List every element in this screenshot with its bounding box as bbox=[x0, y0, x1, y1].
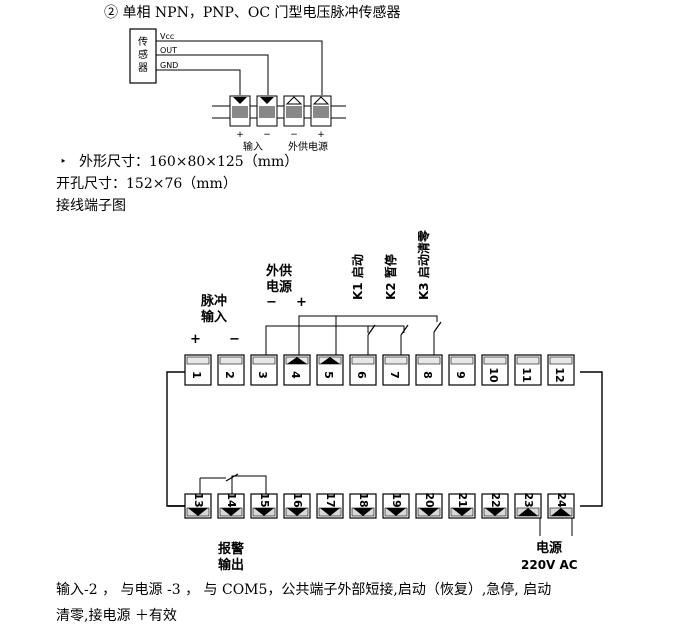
terminal-number-21: 21 bbox=[456, 492, 469, 507]
pulse-minus: − bbox=[229, 332, 240, 347]
alarm-switch-symbol bbox=[225, 473, 239, 482]
terminal-12: 12 bbox=[547, 354, 575, 386]
terminal-5: 5 bbox=[316, 354, 344, 386]
terminal-4: 4 bbox=[283, 354, 311, 386]
terminal-number-24: 24 bbox=[555, 492, 568, 508]
switch-k3-symbol bbox=[433, 321, 442, 355]
note-line-1: 输入-2 ， 与电源 -3 ， 与 COM5，公共端子外部短接,启动（恢复）,急… bbox=[56, 582, 552, 598]
terminal-number-17: 17 bbox=[324, 492, 337, 507]
terminal-22: 22 bbox=[481, 492, 509, 519]
terminal-1: 1 bbox=[184, 354, 212, 386]
terminal-7: 7 bbox=[382, 354, 410, 386]
switch-k2-symbol bbox=[400, 324, 409, 355]
terminal-number-12: 12 bbox=[553, 367, 566, 382]
terminal-number-20: 20 bbox=[423, 492, 436, 508]
switch-k1-symbol bbox=[367, 324, 376, 355]
terminal-17: 17 bbox=[316, 492, 344, 519]
terminal-number-4: 4 bbox=[289, 371, 302, 379]
terminal-number-2: 2 bbox=[223, 371, 236, 379]
terminal-number-9: 9 bbox=[454, 371, 467, 379]
terminal-number-10: 10 bbox=[487, 367, 500, 383]
alarm-label-b: 输出 bbox=[218, 557, 244, 573]
alarm-label-a: 报警 bbox=[218, 541, 244, 557]
power-voltage: 220V AC bbox=[521, 558, 578, 572]
supply-label-a: 外供 bbox=[265, 263, 292, 279]
terminal-number-23: 23 bbox=[522, 492, 535, 507]
dims-cutout: 开孔尺寸：152×76（mm） bbox=[56, 176, 237, 192]
terminal-11: 11 bbox=[514, 354, 542, 386]
terminal-21: 21 bbox=[448, 492, 476, 519]
terminal-number-14: 14 bbox=[225, 492, 238, 508]
terminal-number-3: 3 bbox=[256, 371, 269, 379]
supply-plus: + bbox=[296, 295, 307, 310]
terminal-number-18: 18 bbox=[357, 492, 370, 507]
terminal-number-8: 8 bbox=[421, 371, 434, 379]
terminal-3: 3 bbox=[250, 354, 278, 386]
terminal-number-6: 6 bbox=[355, 371, 368, 379]
terminal-number-22: 22 bbox=[489, 492, 502, 507]
terminal-number-15: 15 bbox=[258, 492, 271, 507]
terminal-14: 14 bbox=[217, 492, 245, 519]
terminal-number-11: 11 bbox=[520, 367, 533, 382]
terminal-number-19: 19 bbox=[390, 492, 403, 507]
bullet-icon: ‣ bbox=[60, 155, 67, 168]
bottom-terminal-row: 13 14 15 16 17 18 19 20 21 22 23 24 bbox=[184, 492, 575, 519]
terminal-number-7: 7 bbox=[388, 371, 401, 379]
wiring-title: 接线端子图 bbox=[56, 198, 126, 214]
terminal-20: 20 bbox=[415, 492, 443, 519]
dims-outer: 外形尺寸：160×80×125（mm） bbox=[79, 154, 299, 170]
pulse-input-label-b: 输入 bbox=[201, 309, 227, 325]
terminal-18: 18 bbox=[349, 492, 377, 519]
terminal-19: 19 bbox=[382, 492, 410, 519]
terminal-number-5: 5 bbox=[322, 371, 335, 379]
terminal-15: 15 bbox=[250, 492, 278, 519]
terminal-number-13: 13 bbox=[192, 492, 205, 507]
pulse-plus: + bbox=[190, 332, 201, 347]
section-title: ② 单相 NPN，PNP、OC 门型电压脉冲传感器 bbox=[104, 5, 401, 21]
terminal-number-16: 16 bbox=[291, 492, 304, 508]
terminal-23: 23 bbox=[514, 492, 542, 519]
terminal-2: 2 bbox=[217, 354, 245, 386]
terminal-13: 13 bbox=[184, 492, 212, 519]
terminal-8: 8 bbox=[415, 354, 443, 386]
k1-label: K1 启动 bbox=[350, 254, 365, 300]
power-label: 电源 bbox=[536, 540, 562, 556]
note-line-2: 清零,接电源 ＋有效 bbox=[56, 608, 177, 624]
terminal-24: 24 bbox=[547, 492, 575, 519]
supply-minus: − bbox=[266, 295, 277, 310]
terminal-number-1: 1 bbox=[190, 371, 203, 379]
terminal-16: 16 bbox=[283, 492, 311, 519]
k3-label: K3 启动清零 bbox=[416, 229, 431, 300]
pulse-input-label-a: 脉冲 bbox=[200, 293, 227, 309]
terminal-9: 9 bbox=[448, 354, 476, 386]
terminal-6: 6 bbox=[349, 354, 377, 386]
k2-label: K2 暂停 bbox=[383, 254, 398, 300]
terminal-10: 10 bbox=[481, 354, 509, 386]
supply-label-b: 电源 bbox=[266, 279, 292, 295]
